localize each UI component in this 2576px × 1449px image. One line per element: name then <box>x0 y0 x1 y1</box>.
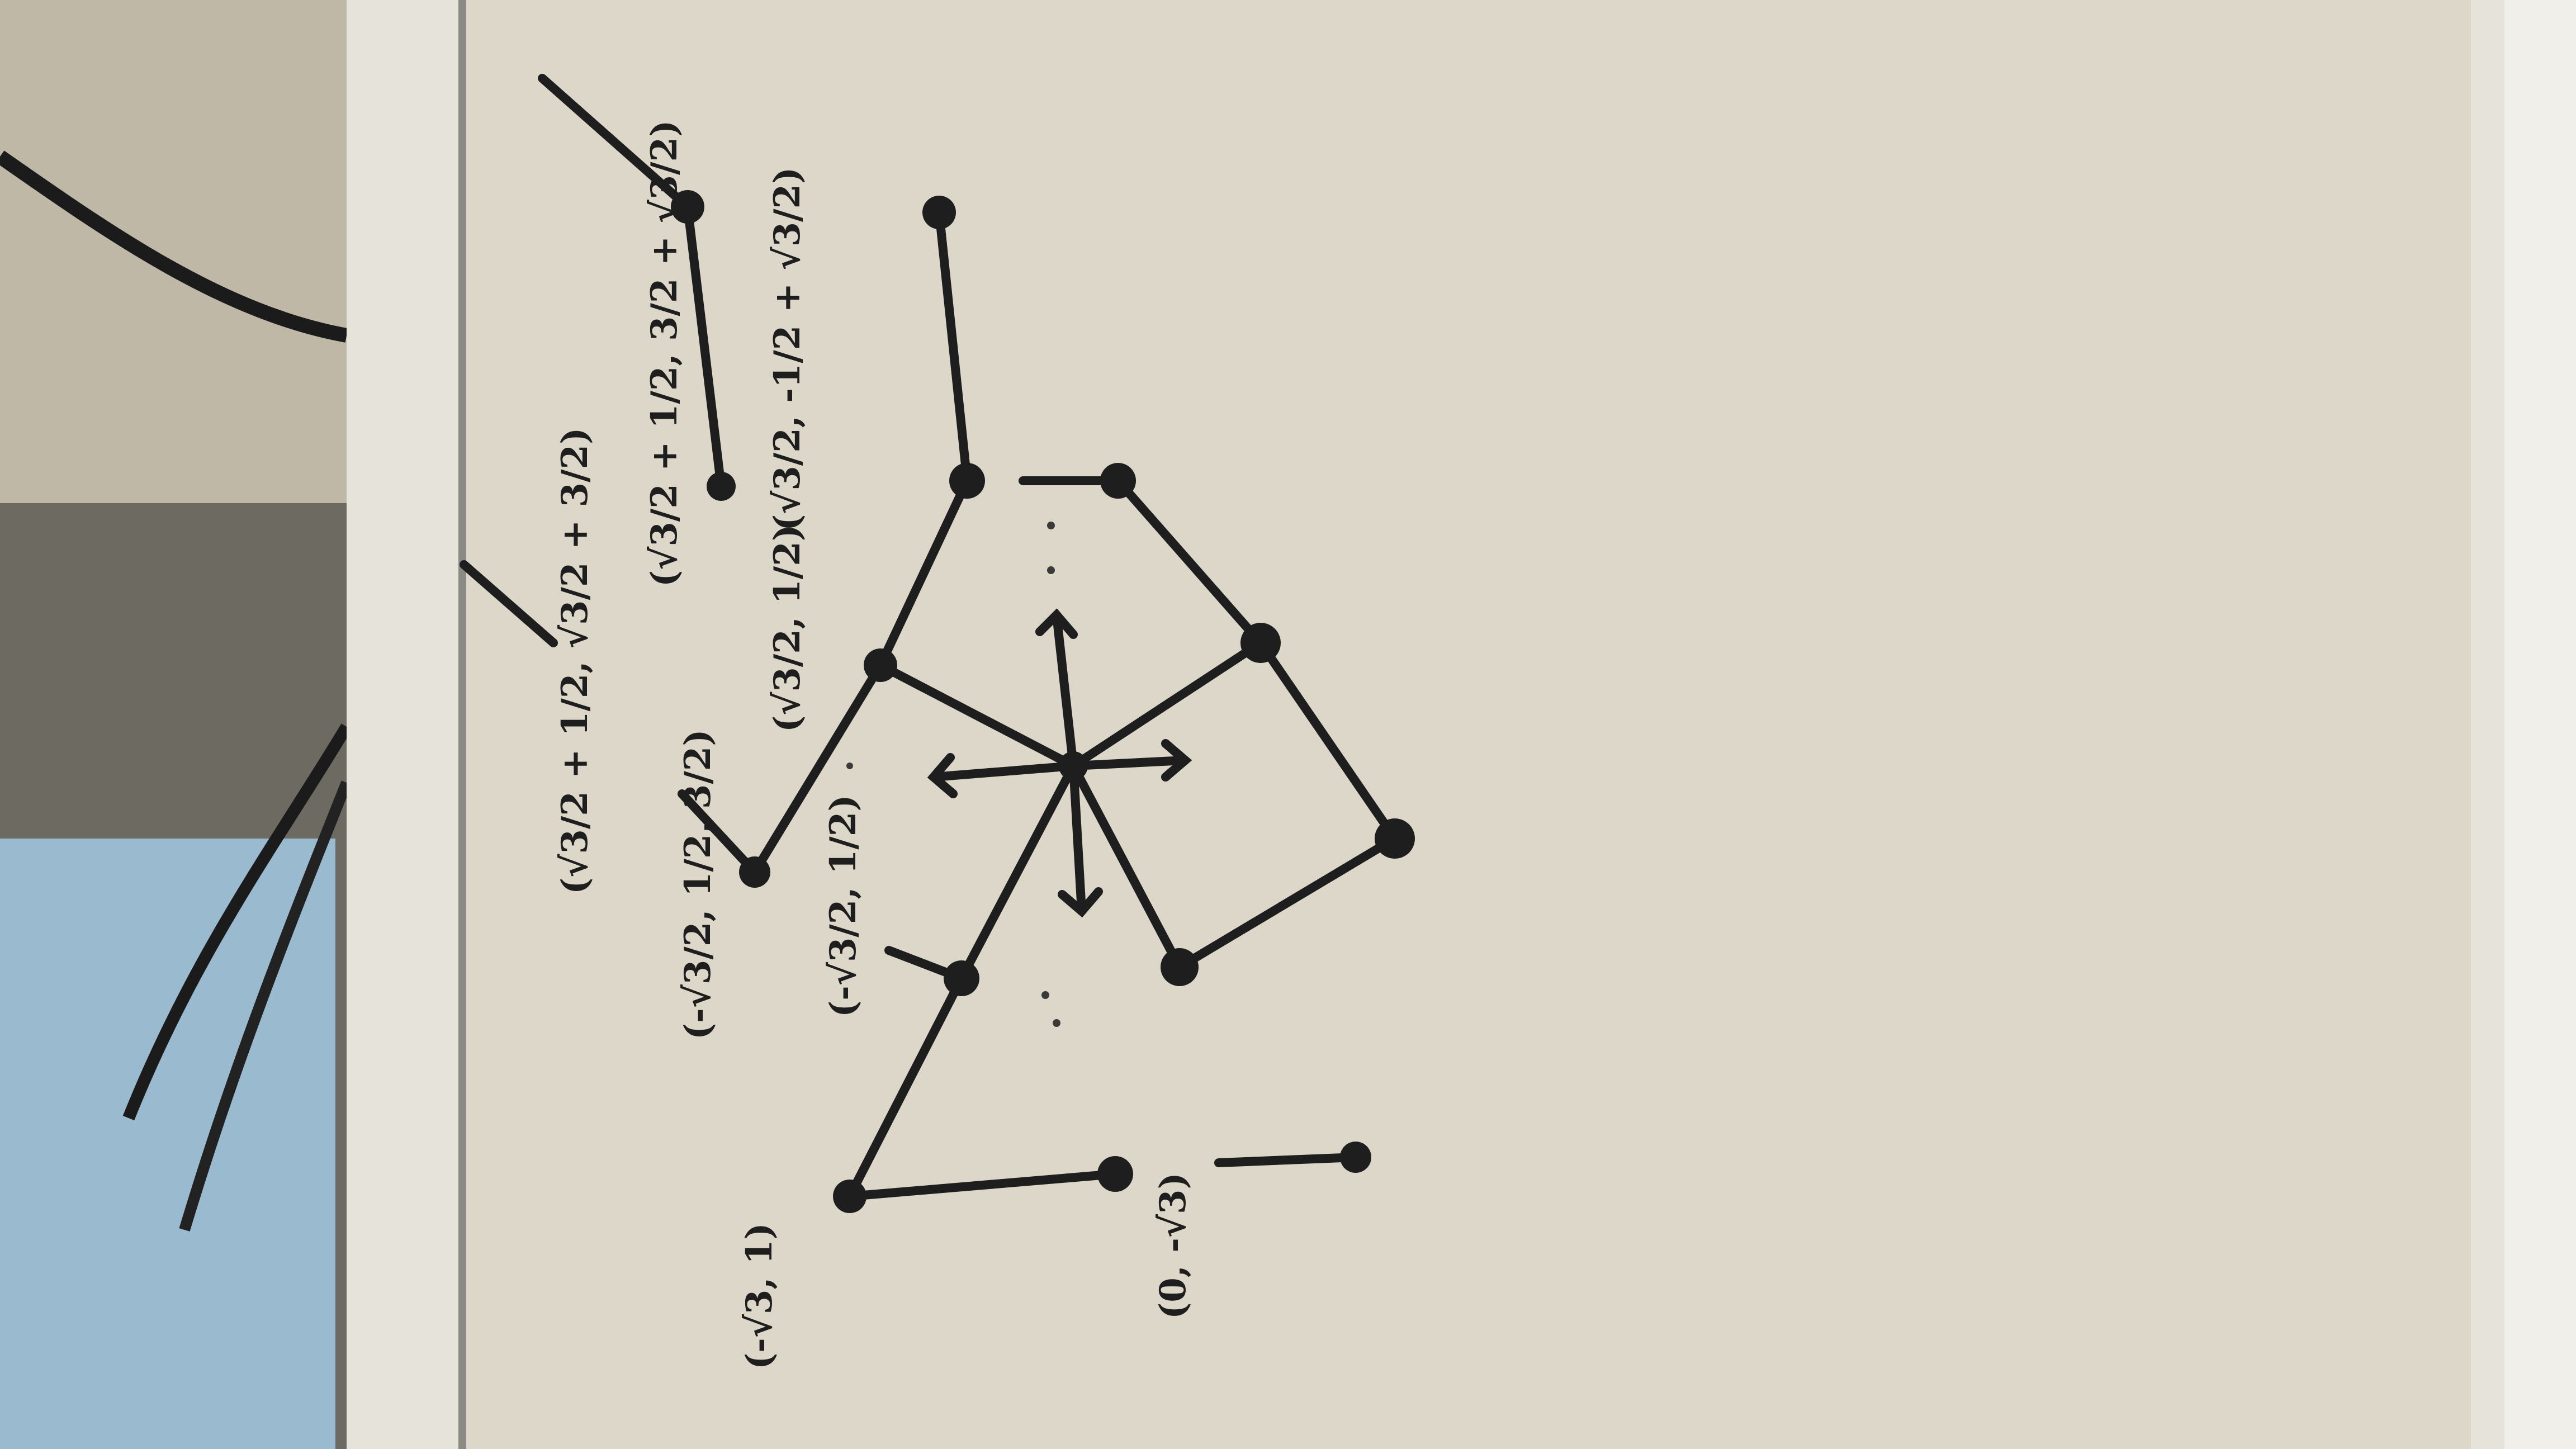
edge <box>1069 638 1265 770</box>
arrow-head <box>1161 739 1192 782</box>
whiteboard-edge <box>458 0 466 1449</box>
edge <box>538 74 692 211</box>
vertex <box>864 648 897 682</box>
edge <box>750 661 885 877</box>
arrow-head <box>1058 887 1103 918</box>
vector-arrow <box>1052 610 1078 770</box>
hexagon-graph-drawing <box>460 74 1415 1213</box>
edge <box>1256 638 1399 843</box>
arrow-head <box>1035 608 1078 639</box>
arrow-head <box>927 753 958 798</box>
coordinate-label: (√3/2 + 1/2, 3/2 + √3/2) <box>643 120 685 587</box>
edge <box>1114 476 1265 647</box>
edge <box>935 208 972 485</box>
dot <box>1041 991 1049 999</box>
coordinate-label: (√3/2, -1/2 + √3/2) <box>766 167 808 531</box>
edge <box>1069 761 1184 972</box>
edge <box>957 761 1078 983</box>
edge <box>845 1169 1120 1201</box>
coordinate-label: (√3/2, 1/2) <box>766 524 808 732</box>
vertex <box>1375 818 1415 859</box>
vertex <box>1097 1156 1133 1192</box>
coordinate-label: (√3/2 + 1/2, √3/2 + 3/2) <box>554 428 596 894</box>
vertex <box>833 1180 866 1213</box>
edge <box>845 974 966 1201</box>
vector-arrow <box>1069 761 1086 916</box>
cable <box>179 780 352 1232</box>
edge <box>1175 834 1399 972</box>
vector-arrow <box>1069 756 1190 770</box>
vertex <box>1161 948 1199 986</box>
whiteboard-right-frame <box>2504 0 2576 1449</box>
edge-fragment <box>678 789 759 877</box>
vertex <box>1240 623 1281 663</box>
edge <box>876 476 972 670</box>
vertex <box>922 196 956 229</box>
coordinate-label: (-√3/2, 1/2) <box>822 794 864 1017</box>
dot <box>1047 522 1055 529</box>
vertex <box>1059 751 1088 780</box>
vector-arrow <box>929 761 1078 782</box>
vertex <box>707 472 736 501</box>
dot <box>846 763 853 769</box>
vertex <box>1340 1142 1371 1173</box>
coordinate-label: (-√3, 1) <box>738 1223 780 1370</box>
vertex <box>944 960 979 996</box>
whiteboard-surface <box>458 0 2471 1449</box>
edge <box>876 661 1078 770</box>
vertex <box>739 856 770 888</box>
edge <box>1214 1153 1360 1167</box>
edge-fragment <box>460 560 558 647</box>
vertex <box>671 190 704 224</box>
cable <box>122 723 352 1121</box>
dot <box>1053 1019 1060 1027</box>
coordinate-label: (-√3/2, 1/2, 3/2) <box>677 729 719 1040</box>
dot <box>1047 566 1055 574</box>
cable <box>0 150 348 343</box>
vertex <box>949 463 985 499</box>
vertex <box>1100 463 1136 499</box>
edge <box>683 202 726 491</box>
coordinate-label: (0, -√3) <box>1152 1172 1194 1319</box>
